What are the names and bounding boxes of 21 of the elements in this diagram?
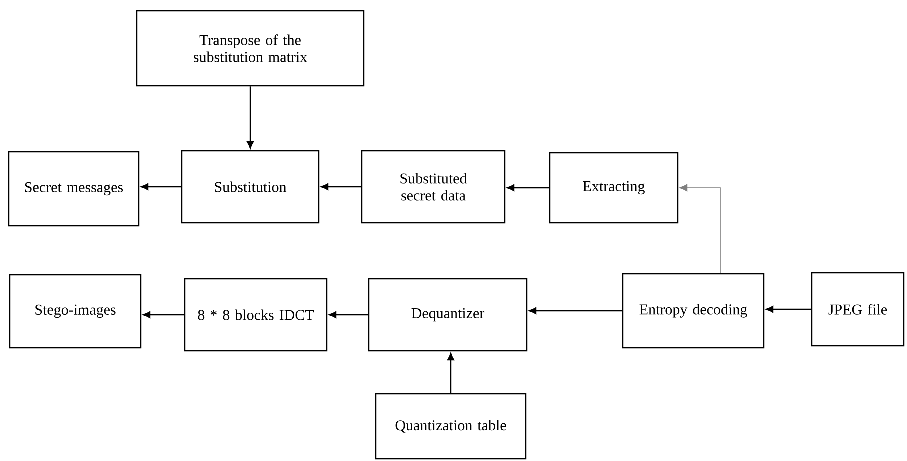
arrow — [529, 308, 622, 314]
arrow — [143, 312, 184, 318]
arrow — [321, 184, 362, 190]
process-box: Substitution — [181, 150, 320, 224]
arrow — [141, 184, 182, 190]
arrow — [680, 184, 721, 274]
process-box: Substituted secret data — [361, 150, 506, 224]
arrow — [247, 86, 254, 149]
process-box: Entropy decoding — [622, 273, 765, 349]
process-box: Extracting — [549, 152, 679, 224]
arrow — [507, 184, 550, 192]
process-box: Transpose of the substitution matrix — [136, 10, 365, 87]
process-box: JPEG file — [811, 272, 905, 347]
process-box: Stego-images — [9, 274, 142, 349]
arrow — [329, 312, 368, 318]
process-box: Dequantizer — [368, 278, 528, 352]
arrow — [766, 306, 812, 313]
arrow — [448, 353, 454, 394]
process-box: 8 * 8 blocks IDCT — [184, 278, 328, 352]
process-box: Secret messages — [8, 151, 140, 227]
process-box: Quantization table — [375, 393, 527, 460]
